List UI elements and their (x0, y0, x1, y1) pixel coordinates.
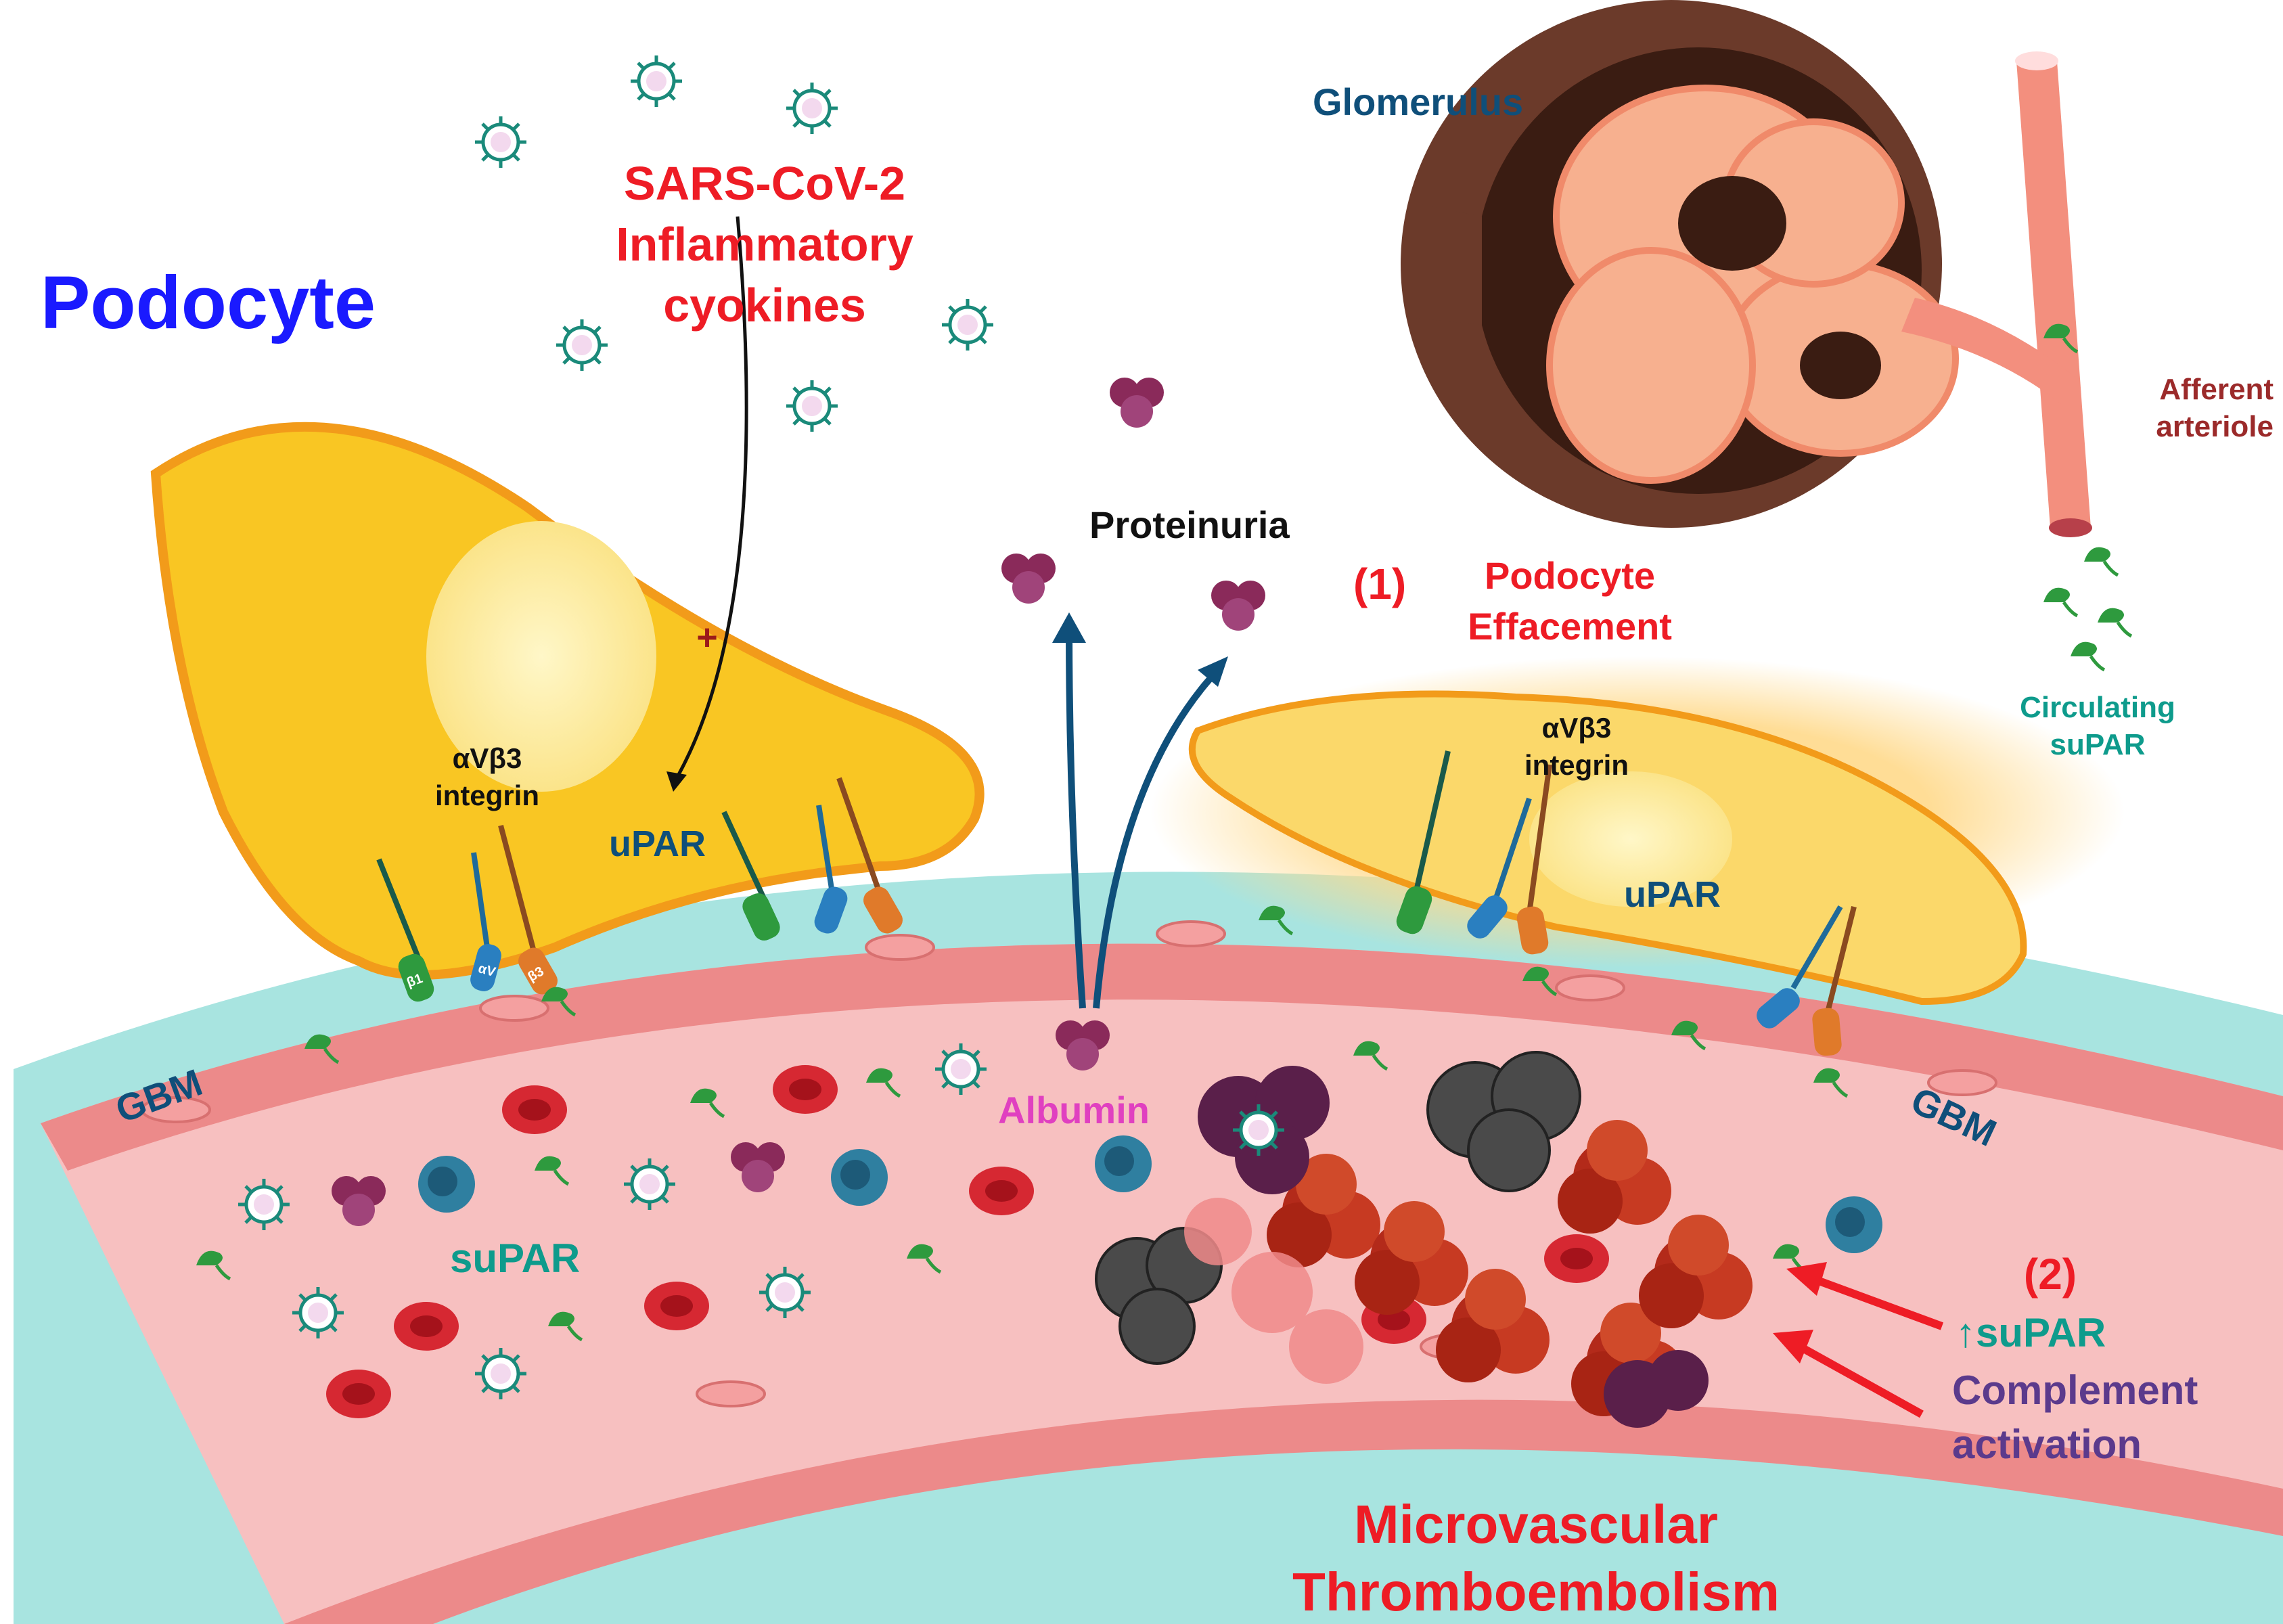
podocyte-cell-left (150, 422, 985, 980)
virus-particle (935, 1043, 987, 1095)
white-blood-cell (418, 1156, 475, 1213)
supar-molecule (2071, 642, 2104, 670)
red-blood-cell (644, 1282, 709, 1330)
red-blood-cell (773, 1065, 838, 1114)
virus-particle (475, 1348, 526, 1399)
white-blood-cell (831, 1149, 888, 1206)
integrin-right-line2: integrin (1524, 749, 1629, 781)
albumin-protein (1001, 554, 1056, 604)
albumin-protein (1110, 378, 1164, 428)
afferent-label-line1: Afferent (2159, 373, 2274, 406)
receptors-left: β1 αV β3 (376, 777, 903, 1002)
step1-line1: Podocyte (1485, 554, 1655, 597)
red-blood-cell (326, 1370, 391, 1418)
upar-label-right: uPAR (1624, 874, 1721, 915)
step1-line2: Effacement (1468, 605, 1672, 648)
step2-supar: ↑suPAR (1956, 1310, 2106, 1355)
red-blood-cell (502, 1085, 567, 1134)
albumin-protein (1211, 581, 1265, 631)
arrows (666, 216, 1944, 1418)
afferent-label-line2: arteriole (2156, 410, 2274, 443)
step2-complement-line1: Complement (1952, 1368, 2198, 1413)
supar-molecule (2043, 588, 2077, 616)
virus-particle (624, 1158, 675, 1210)
glomerulus-illustration (1401, 0, 2092, 537)
supar-molecule (2084, 547, 2118, 575)
proteinuria-label: Proteinuria (1089, 503, 1290, 546)
virus-particle (631, 55, 682, 107)
virus-particle (475, 116, 526, 168)
podocyte-title: Podocyte (41, 261, 376, 344)
white-blood-cell (1095, 1135, 1152, 1192)
virus-particle (238, 1179, 290, 1230)
sars-label-line1: SARS-CoV-2 (624, 157, 905, 210)
upar-label-left: uPAR (609, 824, 706, 864)
supar-molecule (2098, 608, 2131, 636)
virus-particle (292, 1287, 344, 1338)
red-blood-cell (1544, 1234, 1609, 1283)
step1-number: (1) (1353, 560, 1406, 608)
podocyte-cell-right (1150, 656, 2125, 1006)
step2-complement-line2: activation (1952, 1422, 2142, 1467)
receptors-right (1396, 750, 1857, 1056)
virus-particle (942, 299, 993, 351)
integrin-right-line1: αVβ3 (1542, 712, 1612, 744)
virus-particle (759, 1267, 811, 1318)
text-labels: Podocyte SARS-CoV-2 Inflammatory cyokine… (41, 81, 2274, 1622)
glomerulus-label: Glomerulus (1313, 81, 1523, 123)
virus-particle (786, 83, 838, 134)
supar-label: suPAR (450, 1236, 580, 1281)
red-blood-cell (969, 1167, 1034, 1215)
integrin-left-line1: αVβ3 (453, 742, 522, 774)
microvascular-thrombus (1095, 1051, 1753, 1428)
albumin-label: Albumin (998, 1089, 1150, 1131)
sars-label-line2: Inflammatory (616, 218, 913, 271)
sars-label-line3: cyokines (663, 279, 866, 332)
virus-particle (786, 380, 838, 432)
integrin-left-line2: integrin (435, 780, 539, 811)
circulating-label-line1: Circulating (2020, 691, 2175, 724)
virus-particle (556, 319, 608, 371)
micro-label-line2: Thromboembolism (1292, 1562, 1780, 1622)
step2-number: (2) (2024, 1250, 2077, 1299)
micro-label-line1: Microvascular (1354, 1494, 1718, 1554)
white-blood-cell (1826, 1196, 1882, 1253)
circulating-label-line2: suPAR (2050, 728, 2146, 761)
plus-sign: + (696, 617, 718, 658)
red-blood-cell (394, 1302, 459, 1351)
